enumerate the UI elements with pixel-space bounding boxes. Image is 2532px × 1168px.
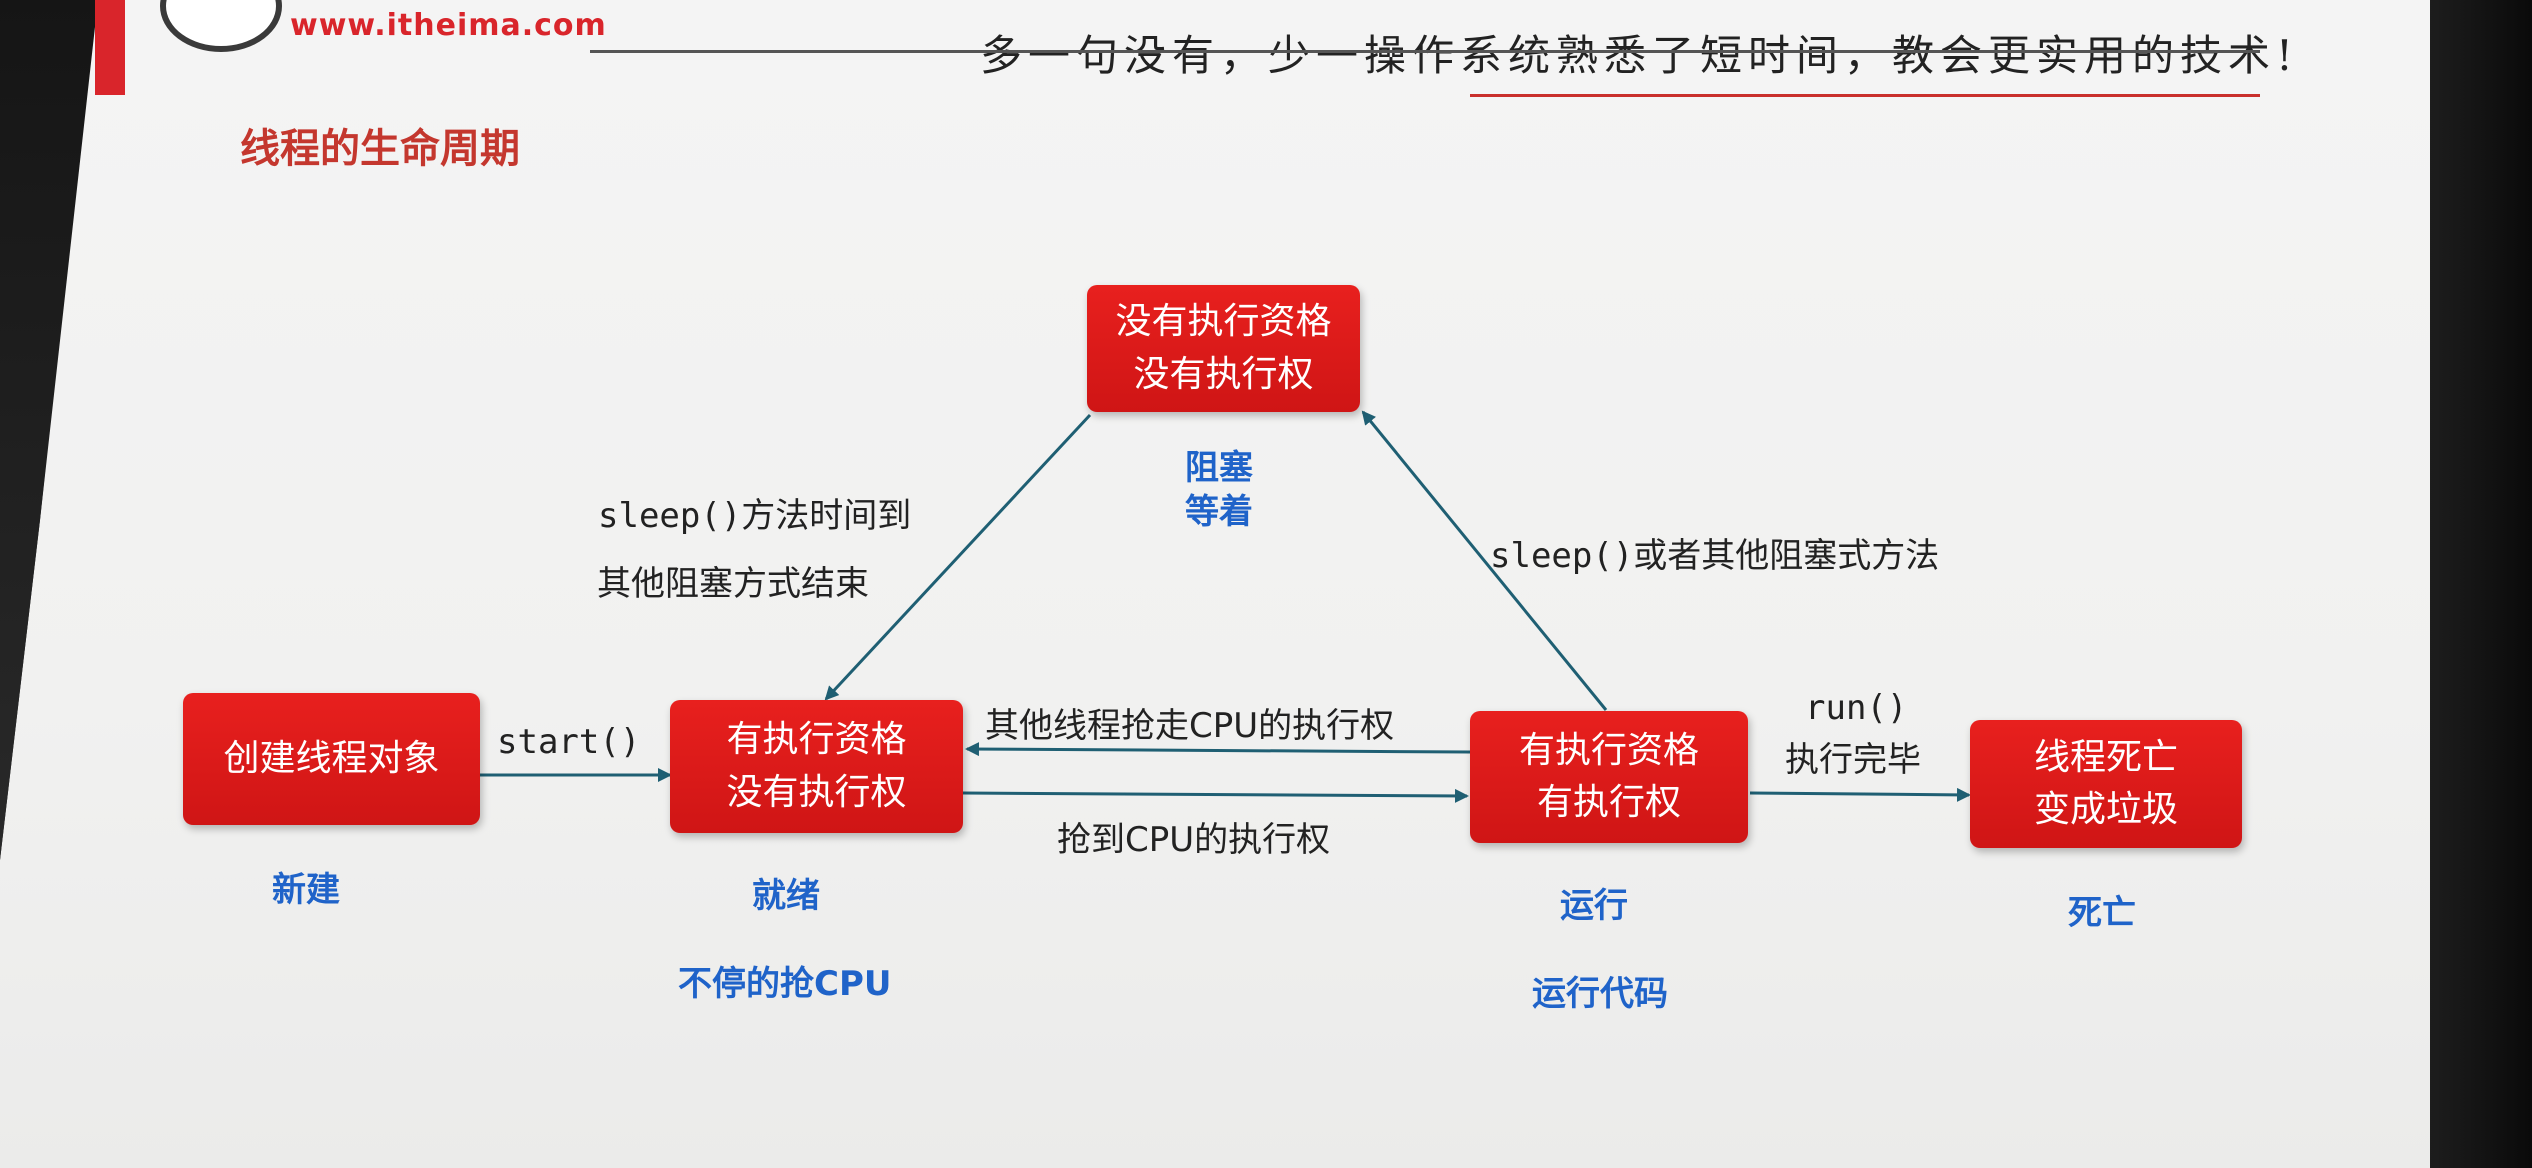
edge-label-sleep-timeout: sleep()方法时间到: [598, 496, 912, 536]
state-box-ready: 有执行资格 没有执行权: [670, 700, 963, 833]
state-box-running: 有执行资格 有执行权: [1470, 711, 1748, 843]
slide-title: 线程的生命周期: [240, 126, 520, 172]
logo-text: www.itheima.com: [290, 8, 607, 43]
arrow-ready-to-running: [962, 788, 1469, 803]
slogan: 多一句没有，少一操作系统熟悉了短时间，教会更实用的技术!: [980, 31, 2299, 80]
arrow-running-to-blocked: [1361, 410, 1608, 711]
arrow-running-to-dead: [1749, 787, 1971, 802]
edge-label-ready-to-running: 抢到CPU的执行权: [1057, 820, 1331, 860]
edge-label-running-to-blocked: sleep()或者其他阻塞式方法: [1490, 536, 1940, 576]
state-new-line1: 创建线程对象: [223, 737, 440, 779]
state-blocked-line1: 没有执行资格: [1115, 301, 1332, 343]
state-box-new: 创建线程对象: [183, 693, 480, 825]
header-divider-red: [1470, 94, 2260, 97]
state-sublabel-running: 运行代码: [1532, 974, 1668, 1014]
state-blocked-line2: 没有执行权: [1133, 353, 1314, 395]
arrow-running-to-ready: [965, 742, 1471, 757]
state-ready-line1: 有执行资格: [726, 719, 907, 761]
state-sublabel-blocked: 等着: [1185, 492, 1253, 532]
arrow-blocked-to-ready: [824, 413, 1092, 701]
edge-label-other-block-end: 其他阻塞方式结束: [597, 564, 869, 604]
state-label-new: 新建: [272, 870, 340, 910]
edge-label-run: run(): [1805, 688, 1908, 728]
edge-label-run-finished: 执行完毕: [1785, 740, 1921, 780]
state-dead-line1: 线程死亡: [2033, 736, 2178, 778]
monitor-bezel-right: [2430, 0, 2532, 1168]
header-red-block: [95, 0, 125, 95]
header-divider: [590, 50, 2260, 53]
state-dead-line2: 变成垃圾: [2033, 789, 2178, 830]
state-label-ready: 就绪: [752, 876, 820, 916]
state-sublabel-ready: 不停的抢CPU: [678, 964, 892, 1004]
state-label-blocked: 阻塞: [1185, 448, 1253, 488]
state-label-dead: 死亡: [2068, 893, 2136, 933]
edge-label-running-to-ready: 其他线程抢走CPU的执行权: [985, 706, 1395, 746]
state-box-blocked: 没有执行资格 没有执行权: [1087, 285, 1360, 412]
state-box-dead: 线程死亡 变成垃圾: [1970, 720, 2242, 848]
state-running-line1: 有执行资格: [1518, 729, 1699, 771]
state-running-line2: 有执行权: [1536, 782, 1681, 823]
edge-label-start: start(): [497, 722, 641, 762]
state-ready-line2: 没有执行权: [726, 771, 907, 813]
state-label-running: 运行: [1560, 886, 1628, 926]
